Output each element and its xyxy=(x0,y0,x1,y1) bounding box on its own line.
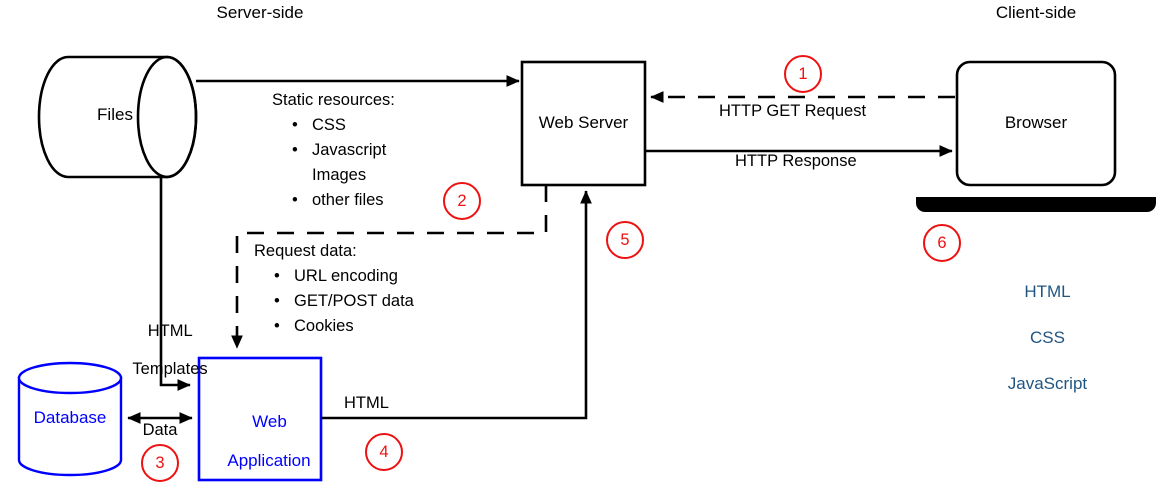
node-label-web-application: Web Application xyxy=(199,392,321,491)
list-item: Javascript xyxy=(272,138,395,163)
node-web-application-box xyxy=(197,356,323,482)
node-database xyxy=(17,361,123,477)
edge-label-http-response: HTTP Response xyxy=(735,152,857,170)
node-label-web-server: Web Server xyxy=(538,113,629,132)
static-resources-list: CSS Javascript Images other files xyxy=(272,113,395,213)
node-files xyxy=(37,55,198,179)
list-item: CSS xyxy=(272,113,395,138)
laptop-base-shape xyxy=(916,197,1156,212)
step-marker-2: 2 xyxy=(443,182,481,220)
static-resources-block: Static resources: CSS Javascript Images … xyxy=(272,88,395,213)
request-data-list: URL encoding GET/POST data Cookies xyxy=(254,264,414,339)
node-web-server-box xyxy=(520,60,647,187)
client-technology-html: HTML xyxy=(1024,282,1071,301)
edge-files-to-webapplication-templates xyxy=(159,178,191,391)
step-marker-5: 5 xyxy=(606,221,644,259)
step-marker-1: 1 xyxy=(784,55,822,93)
request-data-block: Request data: URL encoding GET/POST data… xyxy=(254,239,414,339)
edge-label-html-templates-line1: HTML xyxy=(147,322,193,341)
node-label-browser: Browser xyxy=(1004,113,1068,132)
list-item: other files xyxy=(272,188,395,213)
step-marker-6: 6 xyxy=(923,224,961,262)
edge-label-html: HTML xyxy=(344,394,389,412)
node-label-web-application-line2: Application xyxy=(227,451,311,471)
request-data-header: Request data: xyxy=(254,242,357,260)
node-label-database: Database xyxy=(33,408,107,427)
edge-webapplication-to-webserver-html xyxy=(321,190,592,420)
list-item: URL encoding xyxy=(254,264,414,289)
step-marker-3: 3 xyxy=(141,444,179,482)
client-technology-javascript: JavaScript xyxy=(1007,374,1088,393)
node-label-web-application-line1: Web xyxy=(252,411,287,431)
list-item: Images xyxy=(312,166,367,184)
list-item: GET/POST data xyxy=(254,289,414,314)
node-label-files: Files xyxy=(97,105,133,124)
edge-label-html-templates-line2: Templates xyxy=(132,360,208,379)
client-technology-css: CSS xyxy=(1029,328,1065,347)
list-item: Cookies xyxy=(254,314,414,339)
edge-label-http-get-request: HTTP GET Request xyxy=(719,102,867,120)
step-marker-4: 4 xyxy=(365,433,403,471)
edge-label-data: Data xyxy=(142,421,178,439)
zone-label-client-side: Client-side xyxy=(995,3,1077,22)
static-resources-header: Static resources: xyxy=(272,91,395,109)
client-technologies-block: HTML CSS JavaScript xyxy=(976,257,1100,418)
edge-label-html-templates: HTML Templates xyxy=(103,303,219,399)
zone-label-server-side: Server-side xyxy=(216,3,304,22)
node-browser-box xyxy=(955,60,1117,187)
